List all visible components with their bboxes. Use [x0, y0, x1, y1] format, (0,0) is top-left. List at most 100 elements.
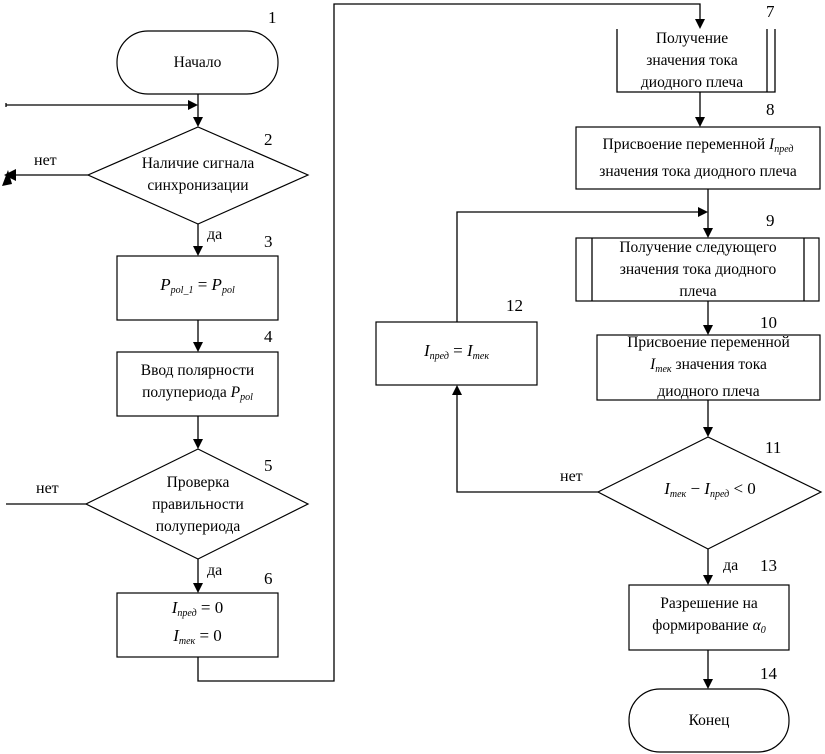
operator: − — [690, 479, 701, 498]
arrow-head — [698, 207, 708, 217]
block-8-line-1: Присвоение переменной Iпред — [603, 134, 794, 161]
block-3-equation: Ppol_1 = Ppol — [160, 274, 234, 302]
arrow-head — [703, 228, 713, 238]
block-9-line-3: плеча — [679, 282, 717, 300]
arrow-head — [193, 583, 203, 593]
block-5-line-2: правильности — [152, 496, 244, 513]
var-sub: тек — [178, 636, 196, 647]
arrow-head — [703, 427, 713, 437]
block-number-9: 9 — [766, 211, 775, 230]
block-8-text: Присвоение переменной Iпред значения ток… — [576, 127, 820, 189]
var-sub: 0 — [760, 625, 766, 636]
block-number-6: 6 — [264, 569, 273, 588]
arrow-head — [452, 385, 462, 395]
block-6-eq-2: Iтек = 0 — [173, 625, 222, 653]
block-14-end-terminator — [628, 688, 790, 753]
block-7-line-3: диодного плеча — [640, 73, 744, 91]
block-8-line-2: значения тока диодного плеча — [599, 162, 797, 180]
block-8-process — [575, 126, 821, 190]
arrow-head — [193, 439, 203, 449]
block-number-10: 10 — [760, 313, 777, 332]
var: I — [650, 356, 656, 373]
block-9-text: Получение следующего значения тока диодн… — [592, 238, 804, 301]
block-2-line-1: Наличие сигнала — [141, 155, 255, 172]
edge-label-11-no: нет — [560, 468, 583, 485]
block-10-line-3: диодного плеча — [657, 383, 760, 400]
block-number-11: 11 — [765, 438, 782, 457]
block-13-line-2: формирование α0 — [652, 615, 765, 642]
var-sub: pol — [240, 391, 253, 403]
block-4-text: Ввод полярности полупериода Ppol — [117, 352, 278, 416]
block-2-line-2: синхронизации — [147, 177, 249, 194]
block-13-process — [628, 584, 790, 651]
block-number-12: 12 — [506, 296, 523, 315]
arrow-head — [695, 117, 705, 127]
block-7-text: Получение значения тока диодного плеча — [617, 29, 767, 92]
block-number-3: 3 — [264, 232, 273, 251]
var-sub: пред — [709, 489, 730, 500]
block-1-line: Начало — [173, 53, 222, 71]
block-13-text: Разрешение на формирование α0 — [629, 585, 789, 650]
var-sub: pol — [221, 285, 235, 296]
block-6-eq-1: Iпред = 0 — [172, 597, 224, 625]
var-sub: тек — [472, 350, 490, 362]
var: I — [664, 479, 670, 498]
var: I — [171, 598, 178, 617]
block-7-line-1: Получение — [655, 29, 729, 47]
rhs: = 0 — [200, 598, 224, 617]
connectors — [2, 3, 713, 689]
block-14-text: Конец — [629, 689, 789, 752]
block-14-line: Конец — [688, 711, 730, 729]
block-13-line-1: Разрешение на — [660, 595, 758, 612]
block-number-14: 14 — [760, 664, 777, 683]
block-10-line-2: Iтек значения тока — [650, 354, 767, 381]
edge-label-2-no: нет — [34, 152, 57, 169]
var-sub: пред — [429, 350, 449, 362]
edge-label-2-yes: да — [207, 226, 223, 243]
var: P — [230, 383, 241, 401]
block-number-5: 5 — [264, 456, 273, 475]
var: P — [211, 275, 222, 294]
var: I — [769, 135, 775, 153]
rhs: < 0 — [733, 479, 756, 498]
edge-6-7 — [197, 3, 701, 682]
block-number-4: 4 — [264, 327, 273, 346]
operator: = — [453, 340, 463, 360]
block-11-text: Iтек − Iпред < 0 — [620, 470, 800, 514]
var: I — [704, 479, 710, 498]
rhs: = 0 — [199, 626, 222, 645]
block-9-line-1: Получение следующего — [619, 238, 777, 256]
var: I — [467, 340, 473, 360]
block-7-predefined-process — [616, 29, 776, 93]
block-9-line-2: значения тока диодного — [619, 260, 777, 278]
text: Присвоение переменной — [602, 135, 766, 153]
block-3-text: Ppol_1 = Ppol — [117, 256, 278, 320]
var: I — [173, 626, 179, 645]
arrow-head — [193, 117, 203, 127]
block-6-text: Iпред = 0 Iтек = 0 — [117, 593, 278, 657]
var: I — [423, 340, 430, 360]
var-sub: пред — [774, 143, 794, 155]
arrow-head — [703, 679, 713, 689]
var: P — [160, 275, 171, 294]
text: значения тока — [675, 356, 767, 373]
block-number-8: 8 — [766, 100, 775, 119]
block-11-expression: Iтек − Iпред < 0 — [664, 478, 756, 506]
block-2-text: Наличие сигнала синхронизации — [118, 150, 278, 200]
arrow-head — [703, 325, 713, 335]
block-12-text: Iпред = Iтек — [376, 322, 537, 385]
block-4-line-1: Ввод полярности — [140, 361, 255, 379]
arrow-head — [4, 169, 16, 181]
block-5-line-1: Проверка — [166, 474, 230, 491]
arrow-head — [695, 19, 705, 29]
edge-label-5-yes: да — [207, 562, 223, 579]
var-sub: тек — [655, 364, 672, 375]
block-4-line-2: полупериода Ppol — [142, 382, 253, 409]
block-12-expression: Iпред = Iтек — [424, 340, 489, 368]
text: формирование — [652, 617, 749, 634]
arrow-head — [188, 100, 198, 110]
block-3-process — [116, 255, 279, 321]
block-number-1: 1 — [268, 8, 277, 27]
